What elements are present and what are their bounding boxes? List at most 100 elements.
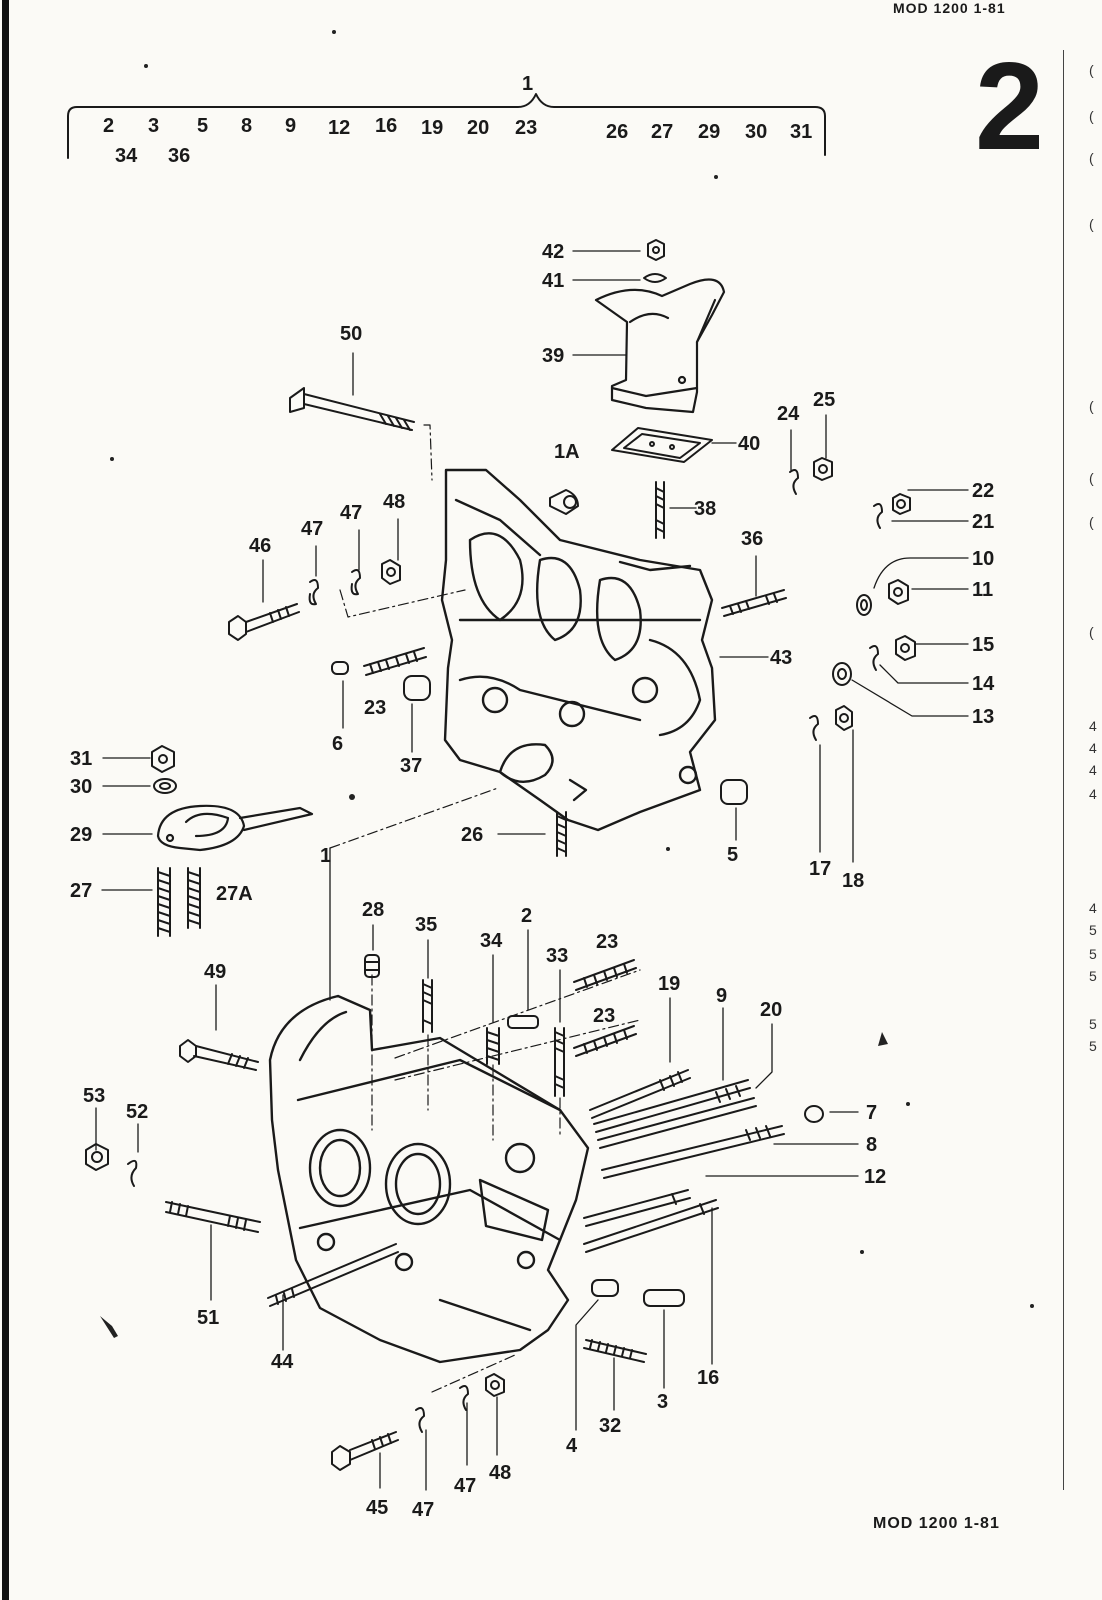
stud-icon-44 (267, 1243, 399, 1307)
part-label: 10 (972, 548, 995, 570)
nut-icon-48 (381, 559, 401, 585)
stud-icon-51 (165, 1201, 261, 1233)
stud-icon-32 (583, 1339, 647, 1363)
nut-icon-11 (888, 579, 909, 605)
washer-icon-52 (127, 1159, 138, 1187)
part-label: 28 (362, 899, 385, 921)
part-label: 2 (521, 905, 533, 927)
washer-icon-41 (643, 273, 667, 283)
edge-mark: ( (1089, 150, 1094, 166)
leader-lines (95, 250, 969, 1491)
part-label: 48 (383, 491, 406, 513)
oil-pressure-switch-1a (549, 489, 579, 515)
edge-mark: ( (1089, 470, 1094, 486)
group-item: 30 (745, 121, 768, 143)
part-label: 30 (70, 776, 93, 798)
part-label: 8 (866, 1134, 878, 1156)
stud-icon-35 (422, 979, 433, 1033)
gasket-40 (611, 427, 713, 463)
part-label: 19 (658, 973, 681, 995)
part-label: 45 (366, 1497, 389, 1519)
edge-mark: ( (1089, 514, 1094, 530)
part-label: 24 (777, 403, 800, 425)
group-item: 23 (515, 117, 538, 139)
bolt-icon-45 (331, 1431, 399, 1471)
part-label: 1A (554, 441, 580, 463)
bolt-icon-49 (179, 1039, 259, 1071)
part-label: 6 (332, 733, 344, 755)
dowel-3 (643, 1289, 685, 1307)
edge-mark: ( (1089, 62, 1094, 78)
washer-icon-30 (153, 778, 177, 794)
washer-icon-10 (856, 594, 872, 616)
part-label: 23 (364, 697, 387, 719)
spring-27a (187, 867, 201, 929)
part-label: 31 (70, 748, 93, 770)
part-label: 29 (70, 824, 93, 846)
part-label: 32 (599, 1415, 622, 1437)
part-label: 21 (972, 511, 995, 533)
part-label: 20 (760, 999, 783, 1021)
edge-mark: 5 (1089, 922, 1097, 938)
part-label: 43 (770, 647, 793, 669)
long-studs-group (583, 1069, 785, 1253)
spring-34 (486, 1027, 500, 1065)
part-label: 34 (480, 930, 503, 952)
nut-icon-31 (151, 745, 175, 773)
stud-icon-23-b (573, 1025, 637, 1057)
stud-icon-38 (655, 481, 665, 539)
part-label: 35 (415, 914, 438, 936)
nut-icon-25 (813, 457, 833, 481)
part-label: 38 (694, 498, 717, 520)
edge-mark: 4 (1089, 786, 1097, 802)
part-label: 41 (542, 270, 565, 292)
part-label: 33 (546, 945, 569, 967)
group-item: 9 (285, 115, 297, 137)
part-label: 17 (809, 858, 832, 880)
group-item: 36 (168, 145, 191, 167)
edge-mark: ( (1089, 398, 1094, 414)
part-label: 42 (542, 241, 565, 263)
oil-filler-icon (594, 278, 726, 414)
edge-mark: ( (1089, 108, 1094, 124)
part-label: 48 (489, 1462, 512, 1484)
part-label: 18 (842, 870, 865, 892)
part-label: 7 (866, 1102, 878, 1124)
group-item: 26 (606, 121, 629, 143)
group-item: 2 (103, 115, 115, 137)
part-label: 22 (972, 480, 995, 502)
washer-icon-17 (809, 715, 819, 741)
edge-mark: 4 (1089, 762, 1097, 778)
nut-icon-22 (892, 493, 911, 515)
part-label: 12 (864, 1166, 887, 1188)
group-item: 20 (467, 117, 490, 139)
stud-icon-36 (721, 589, 787, 617)
part-label: 1 (320, 845, 332, 867)
left-margin-rule (2, 0, 9, 1600)
part-label: 3 (657, 1391, 669, 1413)
plug-28 (364, 954, 380, 978)
stud-icon-23-a (573, 959, 637, 991)
washer-icon-47c (415, 1407, 425, 1433)
washer-icon-21 (873, 503, 883, 529)
section-number: 2 (975, 38, 1044, 176)
dowel-2 (507, 1015, 539, 1029)
edge-mark: ( (1089, 624, 1094, 640)
part-label: 16 (697, 1367, 720, 1389)
part-label: 13 (972, 706, 995, 728)
edge-mark: 5 (1089, 968, 1097, 984)
washer-icon-47b (350, 569, 361, 596)
edge-mark: 5 (1089, 946, 1097, 962)
nut-icon-42 (647, 239, 665, 261)
right-margin-rule (1063, 50, 1064, 1490)
washer-icon-24 (789, 469, 799, 495)
edge-mark: 5 (1089, 1016, 1097, 1032)
part-label: 53 (83, 1085, 106, 1107)
washer-icon-7 (804, 1105, 824, 1123)
group-item: 16 (375, 115, 398, 137)
nut-icon-48b (485, 1373, 505, 1397)
nut-icon-15 (895, 635, 916, 661)
edge-mark: 4 (1089, 740, 1097, 756)
stud-icon-33 (554, 1027, 565, 1097)
